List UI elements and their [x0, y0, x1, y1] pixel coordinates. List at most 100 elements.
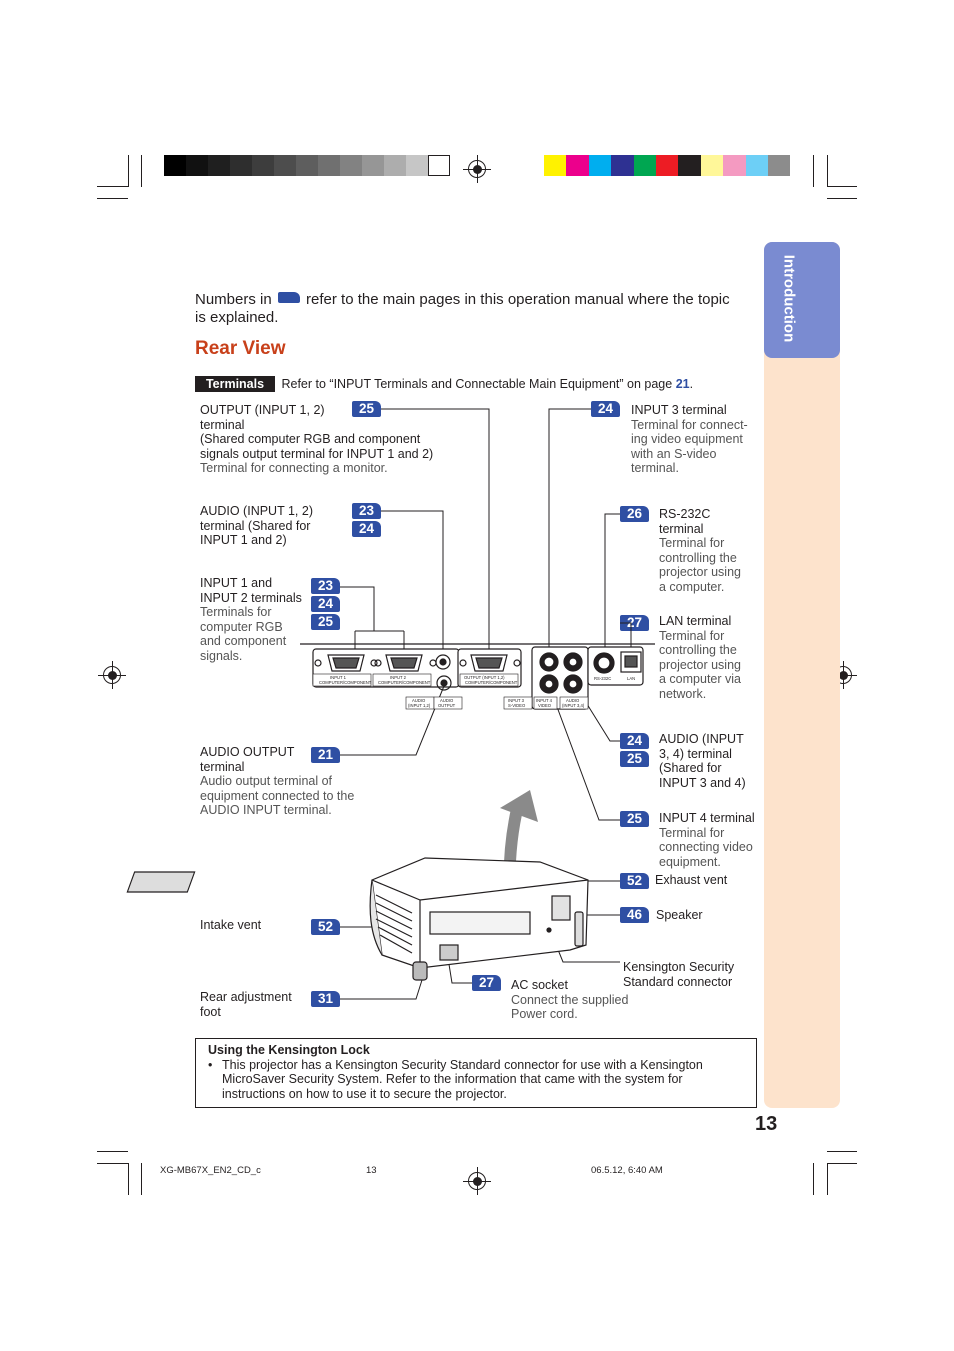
page-number: 13: [755, 1113, 778, 1135]
terminals-ref: Refer to “INPUT Terminals and Connectabl…: [281, 377, 673, 391]
callout-input4: INPUT 4 terminal Terminal for connecting…: [659, 811, 755, 869]
page-ref-badge[interactable]: 52: [311, 919, 340, 935]
registration-mark-top: [463, 155, 491, 183]
terminals-page: 21: [675, 377, 690, 391]
page-ref-badge[interactable]: 24: [591, 401, 620, 417]
page-ref-badge[interactable]: 46: [620, 907, 649, 923]
page-ref-badge[interactable]: 24: [311, 596, 340, 612]
color-swatch: [611, 155, 634, 176]
registration-mark-bottom: [463, 1167, 491, 1195]
page-ref-badge[interactable]: 24: [352, 521, 381, 537]
callout-ac-socket: AC socket Connect the supplied Power cor…: [511, 978, 629, 1022]
color-swatch: [768, 155, 791, 176]
callout-kensington: Kensington Security Standard connector: [623, 960, 735, 989]
terminals-header: Terminals Refer to “INPUT Terminals and …: [195, 376, 693, 392]
footer-file: XG-MB67X_EN2_CD_c: [160, 1165, 261, 1176]
callout-audio-input34: AUDIO (INPUT 3, 4) terminal (Shared for …: [659, 732, 746, 790]
panel-label-audio-out-sub: OUTPUT: [438, 703, 456, 708]
intro-after: refer to the main pages in this operatio…: [306, 291, 730, 308]
color-swatch: [588, 155, 612, 176]
panel-label-output-sub: COMPUTER/COMPONENT: [465, 680, 518, 685]
panel-label-audio34: AUDIO: [566, 698, 580, 703]
projector-illustration: [126, 857, 589, 981]
panel-label-input4-sub: VIDEO: [538, 703, 552, 708]
color-swatch: [678, 155, 701, 176]
panel-label-lan: LAN: [627, 676, 635, 681]
panel-label-input2-sub: COMPUTER/COMPONENT: [378, 680, 431, 685]
panel-label-audio12-sub: (INPUT 1,2): [408, 703, 431, 708]
gray-swatch: [340, 155, 362, 176]
panel-label-audio-out: AUDIO: [440, 698, 454, 703]
callout-rs232c: RS-232C terminal Terminal for controllin…: [659, 507, 741, 594]
color-swatch: [723, 155, 746, 176]
gray-swatch: [230, 155, 252, 176]
callout-exhaust-vent: Exhaust vent: [655, 873, 728, 887]
kensington-note-box: Using the Kensington Lock • This project…: [195, 1038, 757, 1108]
color-swatch: [544, 155, 567, 176]
panel-label-input4: INPUT 4: [536, 698, 553, 703]
side-tab: [764, 242, 840, 358]
panel-label-audio12: AUDIO: [412, 698, 426, 703]
callout-output: OUTPUT (INPUT 1, 2) terminal (Shared com…: [200, 403, 434, 476]
page-ref-badge[interactable]: 27: [472, 975, 501, 991]
gray-swatch: [274, 155, 296, 176]
panel-labels: INPUT 1 COMPUTER/COMPONENT INPUT 2 COMPU…: [319, 675, 635, 708]
callout-audio-input12: AUDIO (INPUT 1, 2) terminal (Shared for …: [200, 504, 313, 548]
bullet: •: [208, 1057, 213, 1072]
callout-speaker: Speaker: [656, 908, 703, 922]
footer-page: 13: [366, 1165, 377, 1176]
page-badge-icon: [277, 292, 300, 303]
page-ref-badge[interactable]: 26: [620, 506, 649, 522]
color-swatch: [700, 155, 724, 176]
callout-lan: LAN terminal Terminal for controlling th…: [659, 614, 741, 701]
page-ref-badge[interactable]: 52: [620, 873, 649, 889]
side-tab-label: Introduction: [780, 254, 798, 343]
page-ref-badge[interactable]: 25: [620, 811, 649, 827]
rear-panel: [300, 643, 655, 710]
page-ref-badge[interactable]: 25: [620, 751, 649, 767]
callout-audio-output: AUDIO OUTPUT terminal Audio output termi…: [200, 745, 355, 818]
gray-swatch: [186, 155, 208, 176]
panel-label-rs232c: RS-232C: [594, 676, 611, 681]
terminals-tag: Terminals: [195, 376, 275, 392]
gray-swatch: [406, 155, 428, 176]
panel-label-audio34-sub: (INPUT 3,4): [562, 703, 585, 708]
page-ref-badge[interactable]: 23: [352, 503, 381, 519]
color-swatch: [745, 155, 768, 176]
page-ref-badge[interactable]: 25: [311, 614, 340, 630]
color-swatch: [633, 155, 656, 176]
section-title: Rear View: [195, 338, 286, 359]
callout-input3: INPUT 3 terminal Terminal for connect- i…: [631, 403, 748, 476]
page-ref-badge[interactable]: 24: [620, 733, 649, 749]
callout-input12: INPUT 1 and INPUT 2 terminals Terminals …: [200, 576, 302, 663]
panel-label-input1: INPUT 1: [330, 675, 347, 680]
color-swatch: [566, 155, 589, 176]
panel-label-output: OUTPUT (INPUT 1,2): [464, 675, 505, 680]
page-ref-badge[interactable]: 31: [311, 991, 340, 1007]
gray-swatch: [428, 155, 450, 176]
page-ref-badge[interactable]: 25: [352, 401, 381, 417]
intro-text: Numbers in refer to the main pages in th…: [195, 291, 730, 326]
gray-swatch: [208, 155, 230, 176]
intro-before: Numbers in: [195, 291, 272, 308]
gray-swatch: [362, 155, 384, 176]
callout-rear-foot: Rear adjustment foot: [200, 990, 292, 1019]
panel-label-input2: INPUT 2: [390, 675, 407, 680]
color-swatch: [656, 155, 679, 176]
page-ref-badge[interactable]: 27: [620, 615, 649, 631]
gray-swatch: [318, 155, 340, 176]
rotate-arrow-icon: [500, 790, 538, 901]
page-ref-badge[interactable]: 23: [311, 578, 340, 594]
gray-swatch: [252, 155, 274, 176]
kensington-note-title: Using the Kensington Lock: [208, 1043, 370, 1057]
callout-intake-vent: Intake vent: [200, 918, 262, 932]
panel-label-input3-sub: S-VIDEO: [508, 703, 526, 708]
panel-label-input3: INPUT 3: [508, 698, 525, 703]
gray-swatch: [296, 155, 318, 176]
gray-swatch: [384, 155, 406, 176]
intro-line2: is explained.: [195, 308, 279, 326]
registration-mark-left: [98, 661, 126, 689]
page-ref-badge[interactable]: 21: [311, 747, 340, 763]
footer-date: 06.5.12, 6:40 AM: [591, 1165, 663, 1176]
panel-label-input1-sub: COMPUTER/COMPONENT: [319, 680, 372, 685]
